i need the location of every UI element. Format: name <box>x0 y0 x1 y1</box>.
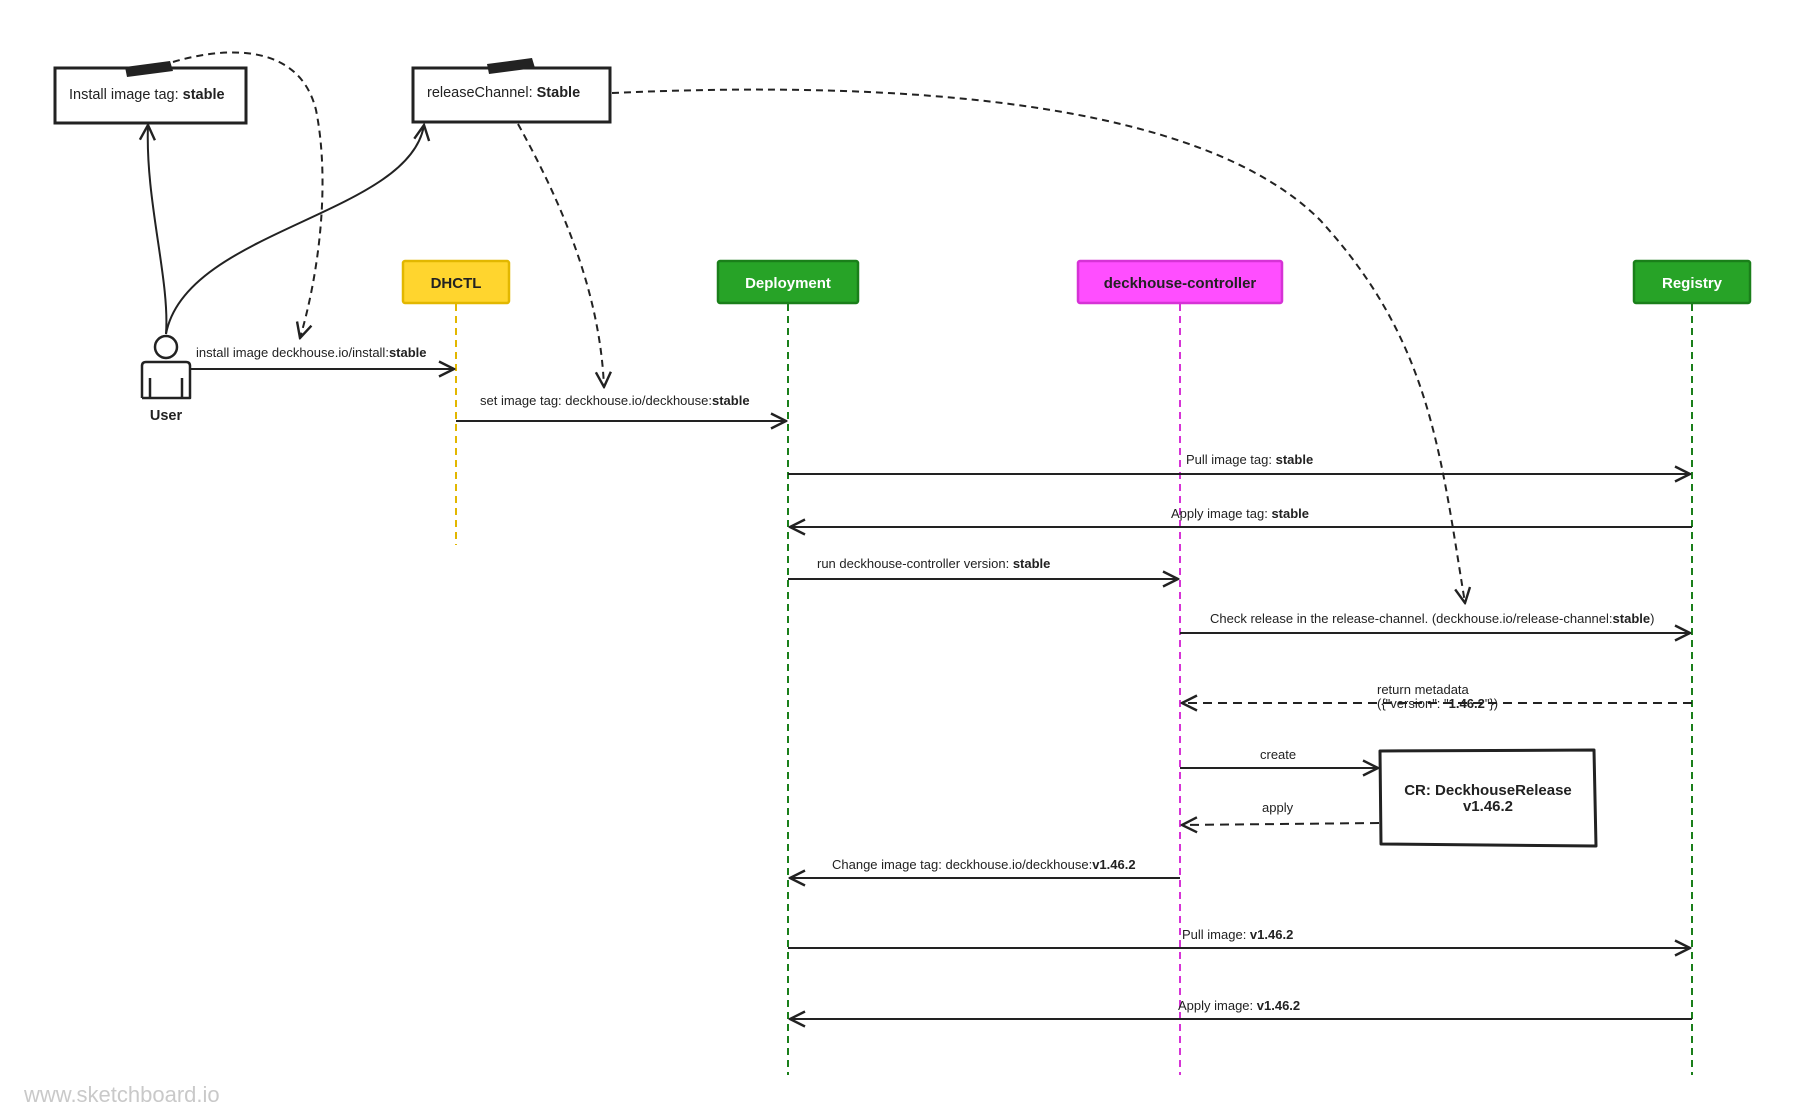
registry-label: Registry <box>1662 275 1723 292</box>
deployment-label: Deployment <box>745 275 831 292</box>
release-note-to-m6-dashed-arrow <box>611 88 1465 603</box>
msg-apply-arrow <box>1182 823 1380 825</box>
sketchboard-watermark: www.sketchboard.io <box>24 1082 220 1107</box>
dhctl-header-box <box>401 259 511 305</box>
release-channel-note-box <box>411 66 612 124</box>
msg-run-controller-label: run deckhouse-controller version: stable <box>817 556 1050 571</box>
msg-pull-image-label: Pull image: v1.46.2 <box>1182 927 1293 942</box>
user-head-icon <box>153 334 179 360</box>
registry-header-box <box>1632 259 1752 305</box>
cr-deckhouse-release-box[interactable]: CR: DeckhouseRelease v1.46.2 <box>1378 748 1598 848</box>
msg-apply-image-label: Apply image: v1.46.2 <box>1178 998 1300 1013</box>
msg-change-image-tag-label: Change image tag: deckhouse.io/deckhouse… <box>832 857 1136 872</box>
controller-participant[interactable]: deckhouse-controller <box>1076 259 1284 305</box>
user-label: User <box>150 408 183 424</box>
user-to-release-note-arrow <box>165 125 424 335</box>
msg-create-label: create <box>1260 747 1296 762</box>
msg-apply-label: apply <box>1262 800 1294 815</box>
dhctl-label: DHCTL <box>431 275 482 292</box>
release-note-to-m2-dashed-arrow <box>517 123 604 387</box>
msg-check-release-label: Check release in the release-channel. (d… <box>1210 611 1654 626</box>
msg-return-metadata-label: return metadata <box>1377 682 1470 697</box>
release-channel-note[interactable]: releaseChannel: Stable <box>411 58 612 124</box>
controller-label: deckhouse-controller <box>1104 275 1257 292</box>
deployment-header-box <box>716 259 860 305</box>
msg-set-image-tag-label: set image tag: deckhouse.io/deckhouse:st… <box>480 393 750 408</box>
install-note-to-m1-dashed-arrow <box>172 51 324 338</box>
install-tag-note[interactable]: Install image tag: stable <box>53 61 248 125</box>
release-channel-note-text: releaseChannel: Stable <box>427 85 580 101</box>
cr-box-version: v1.46.2 <box>1463 798 1513 815</box>
tape-icon <box>487 58 535 74</box>
user-to-install-note-arrow <box>148 125 168 335</box>
msg-pull-image-tag-label: Pull image tag: stable <box>1186 452 1313 467</box>
msg-return-metadata-value: ({"version": "1.46.2"}) <box>1377 696 1498 711</box>
controller-header-box <box>1076 259 1284 305</box>
cr-box-outline <box>1378 748 1598 848</box>
cr-box-title: CR: DeckhouseRelease <box>1404 782 1572 799</box>
msg-apply-image-tag-label: Apply image tag: stable <box>1171 506 1309 521</box>
registry-participant[interactable]: Registry <box>1632 259 1752 305</box>
install-tag-note-text: Install image tag: stable <box>69 87 225 103</box>
user-actor[interactable]: User <box>140 334 192 424</box>
install-tag-note-box <box>53 66 248 125</box>
tape-icon <box>125 61 173 77</box>
dhctl-participant[interactable]: DHCTL <box>401 259 511 305</box>
msg-install-image-label: install image deckhouse.io/install:stabl… <box>196 345 427 360</box>
user-body-icon <box>140 360 192 400</box>
deployment-participant[interactable]: Deployment <box>716 259 860 305</box>
